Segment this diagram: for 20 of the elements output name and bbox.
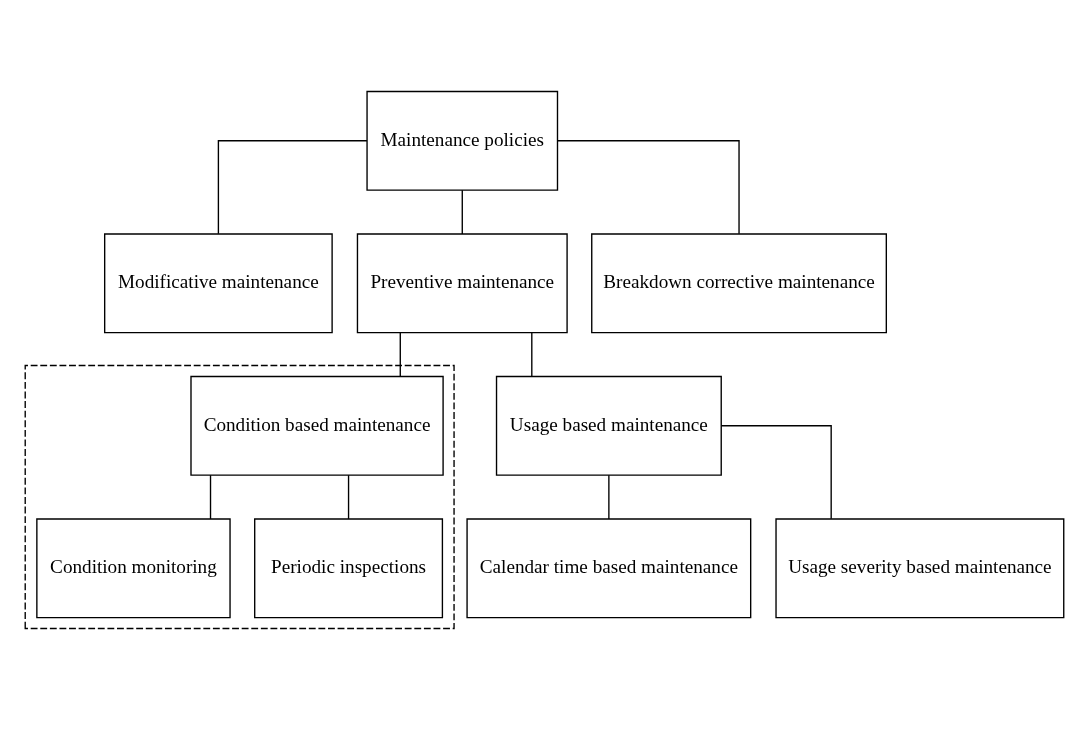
node-box: Breakdown corrective maintenance: [591, 233, 887, 334]
node-box: Modificative maintenance: [104, 233, 333, 334]
connector: [720, 425, 832, 520]
connector: [347, 474, 350, 520]
node-box: Preventive maintenance: [356, 233, 568, 334]
connector: [399, 332, 401, 378]
node-box: Condition monitoring: [36, 518, 231, 619]
connector: [217, 140, 368, 235]
connector: [531, 332, 533, 378]
connector: [461, 189, 463, 235]
node-box: Usage severity based maintenance: [775, 518, 1065, 619]
cluster: [24, 364, 455, 630]
connector: [556, 140, 740, 235]
connector: [209, 474, 212, 520]
node-box: Calendar time based maintenance: [466, 518, 752, 619]
node-box: Usage based maintenance: [495, 375, 722, 476]
node-box: Condition based maintenance: [190, 375, 444, 476]
node-box: Maintenance policies: [366, 90, 559, 191]
connector: [608, 474, 610, 520]
node-box: Periodic inspections: [254, 518, 444, 619]
